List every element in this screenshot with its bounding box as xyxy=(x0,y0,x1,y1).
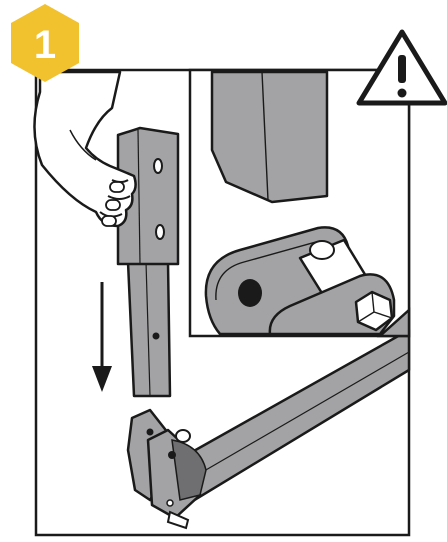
hand xyxy=(33,70,137,228)
tube-bracket xyxy=(126,408,207,530)
step-number: 1 xyxy=(34,23,56,67)
upright-sleeve xyxy=(116,126,180,266)
detail-inset xyxy=(188,68,411,338)
step-badge: 1 xyxy=(11,4,79,82)
warning-triangle-icon xyxy=(356,29,447,106)
step-badge-hexagon xyxy=(11,4,79,82)
down-arrow-icon xyxy=(92,282,112,392)
upright-tube xyxy=(126,260,172,398)
